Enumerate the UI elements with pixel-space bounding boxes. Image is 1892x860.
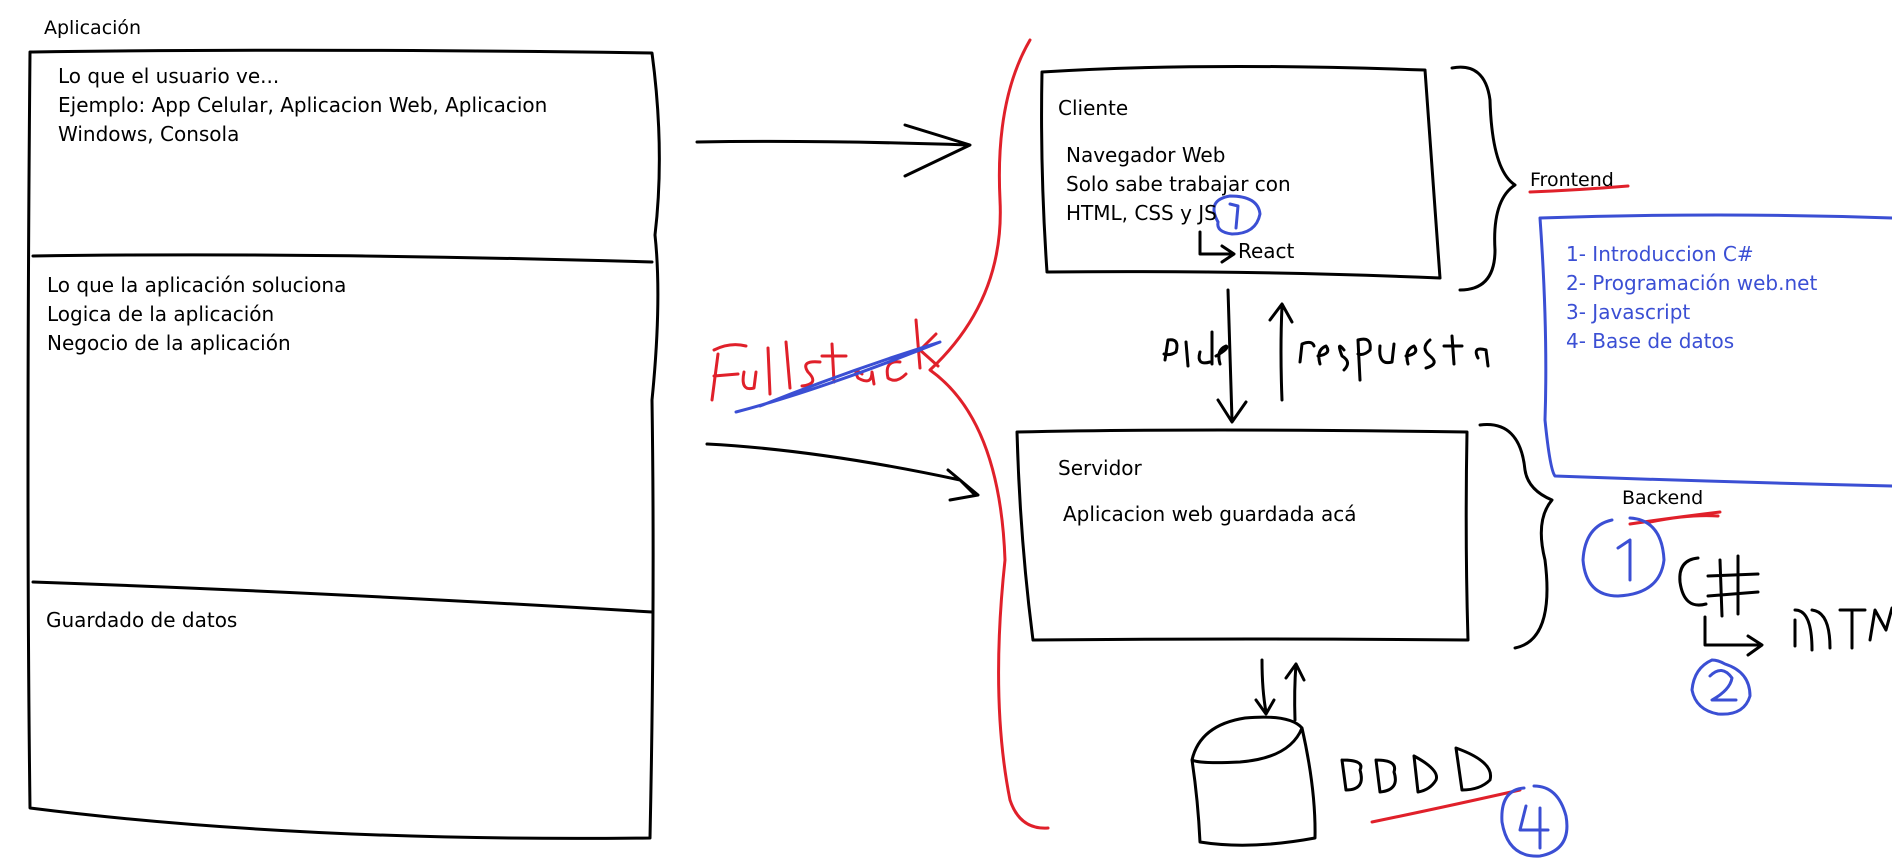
badge-two-digit: [1708, 669, 1738, 702]
backend-underline: [1628, 510, 1722, 526]
bottom-layer-line-1: Guardado de datos: [46, 608, 238, 632]
backend-brace: [1478, 423, 1554, 650]
course-item-4: 4- Base de datos: [1566, 329, 1735, 353]
middle-layer-line-3: Negocio de la aplicación: [47, 331, 291, 355]
bbdd-underline: [1370, 788, 1522, 824]
course-item-2: 2- Programación web.net: [1566, 271, 1818, 295]
backend-label: Backend: [1622, 487, 1704, 509]
database-cylinder: [1190, 715, 1317, 847]
divider-top: [31, 253, 654, 264]
request-arrow: [1216, 288, 1248, 424]
badge-one-digit: [1616, 538, 1632, 582]
middle-layer-line-1: Lo que la aplicación soluciona: [47, 273, 347, 297]
db-up-arrow: [1284, 662, 1306, 722]
top-layer-line-3: Windows, Consola: [58, 122, 240, 146]
top-layer-line-2: Ejemplo: App Celular, Aplicacion Web, Ap…: [58, 93, 548, 117]
fullstack-strokes: [710, 318, 940, 402]
response-arrow: [1268, 302, 1294, 402]
badge-two-circle: [1690, 658, 1752, 716]
badge-three-circle: [1212, 194, 1262, 236]
csharp-to-html-arrow: [1703, 615, 1764, 657]
fullstack-brace: [928, 38, 1050, 830]
frontend-label: Frontend: [1530, 169, 1614, 191]
client-line-1: Navegador Web: [1066, 143, 1226, 167]
client-box: [1040, 64, 1442, 280]
divider-bottom: [31, 580, 654, 614]
application-title: Aplicación: [44, 17, 142, 39]
fullstack-blue-underline: [734, 340, 942, 414]
badge-four-circle: [1500, 784, 1569, 858]
react-hook-arrow: [1198, 230, 1236, 264]
server-line-1: Aplicacion web guardada acá: [1063, 502, 1357, 526]
top-layer-line-1: Lo que el usuario ve...: [58, 64, 280, 88]
badge-one-circle: [1581, 516, 1666, 598]
server-title: Servidor: [1058, 456, 1142, 480]
frontend-brace: [1450, 65, 1517, 292]
client-title: Cliente: [1058, 96, 1129, 120]
html-strokes: [1793, 606, 1892, 652]
course-item-1: 1- Introduccion C#: [1566, 242, 1754, 266]
course-list-box: [1538, 213, 1892, 488]
middle-layer-line-2: Logica de la aplicación: [47, 302, 275, 326]
application-box: [26, 48, 661, 840]
server-box: [1015, 428, 1470, 642]
badge-four-digit: [1518, 804, 1550, 850]
arrow-to-client: [695, 123, 972, 178]
bbdd-strokes: [1340, 746, 1493, 794]
db-down-arrow: [1254, 658, 1276, 716]
client-line-3: HTML, CSS y JS: [1066, 201, 1217, 225]
react-label: React: [1238, 239, 1295, 263]
frontend-underline: [1528, 184, 1630, 194]
arrow-to-server: [705, 442, 980, 502]
pide-strokes: [1162, 330, 1229, 368]
respuesta-strokes: [1298, 334, 1490, 382]
client-line-2: Solo sabe trabajar con: [1066, 172, 1291, 196]
csharp-strokes: [1678, 554, 1760, 618]
badge-three-digit: [1228, 202, 1240, 230]
course-item-3: 3- Javascript: [1566, 300, 1691, 324]
